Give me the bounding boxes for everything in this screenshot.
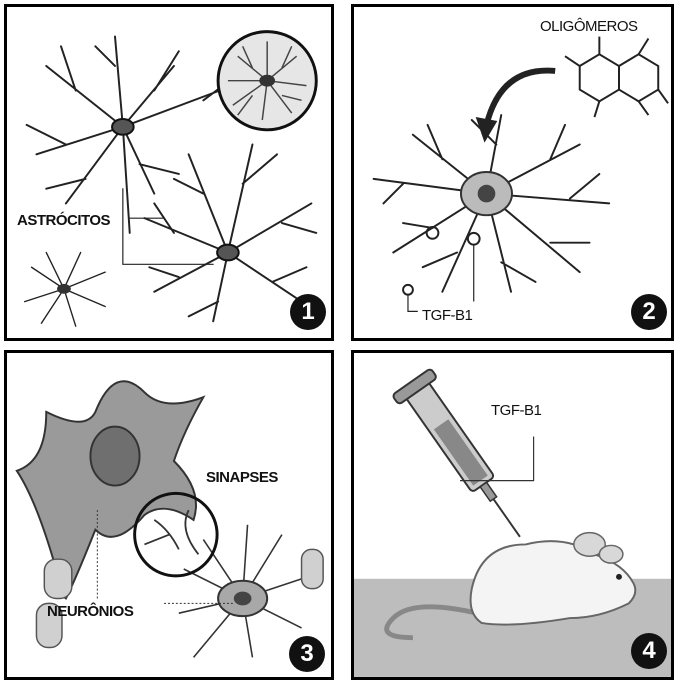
- astrocytes-illustration: [7, 7, 331, 338]
- tgf-b1-syringe-label: TGF-B1: [491, 402, 541, 419]
- panel-astrocytes: ASTRÓCITOS 1: [4, 4, 334, 341]
- oligomer-binding-illustration: [354, 7, 671, 338]
- panel-number-badge: 2: [631, 294, 667, 330]
- panel-oligomers: OLIGÔMEROS TGF-B1 2: [351, 4, 674, 341]
- neurons-synapses-illustration: [7, 353, 331, 677]
- astrocytes-label: ASTRÓCITOS: [17, 212, 110, 229]
- panel-neurons-synapses: SINAPSES NEURÔNIOS 3: [4, 350, 334, 680]
- neurons-label: NEURÔNIOS: [47, 603, 133, 620]
- panel-number-badge: 4: [631, 633, 667, 669]
- tgf-b1-label: TGF-B1: [422, 307, 472, 324]
- panel-injection: TGF-B1 4: [351, 350, 674, 680]
- synapses-label: SINAPSES: [206, 469, 278, 486]
- panel-number-badge: 1: [290, 294, 326, 330]
- panel-number-badge: 3: [289, 636, 325, 672]
- oligomers-label: OLIGÔMEROS: [540, 18, 638, 35]
